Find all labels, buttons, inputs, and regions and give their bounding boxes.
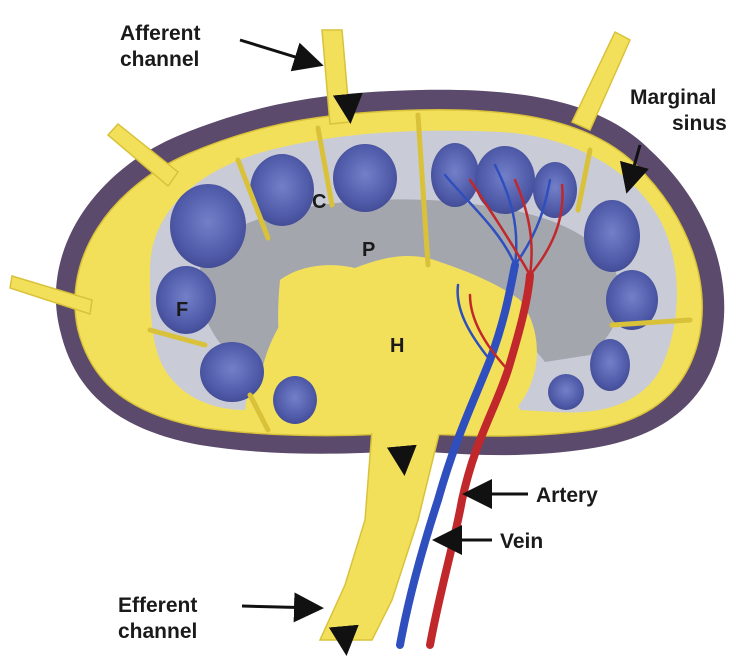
efferent-label-line2: channel — [118, 620, 197, 643]
efferent-flow-arrow-upper — [402, 448, 404, 470]
paracortex-zone-label: P — [362, 239, 375, 261]
efferent-channel — [320, 430, 440, 640]
artery-label: Artery — [536, 484, 598, 507]
efferent-flow-arrow-lower — [344, 628, 346, 650]
follicle — [200, 342, 264, 402]
follicle-zone-label: F — [176, 299, 188, 321]
follicle — [273, 376, 317, 424]
follicle — [590, 339, 630, 391]
afferent-label-line2: channel — [120, 48, 199, 71]
afferent-flow-arrow — [348, 96, 350, 118]
follicle — [584, 200, 640, 272]
efferent-leader — [242, 606, 318, 608]
afferent-label-line1: Afferent — [120, 22, 201, 45]
vein-label: Vein — [500, 530, 543, 553]
marginal-label-line1: Marginal — [630, 86, 716, 109]
follicle — [475, 146, 535, 214]
cortex-zone-label: C — [312, 191, 326, 213]
follicle — [170, 184, 246, 268]
hilum-zone-label: H — [390, 335, 404, 357]
afferent-leader — [240, 40, 318, 64]
follicle — [533, 162, 577, 218]
marginal-label-line2: sinus — [672, 112, 727, 135]
follicle — [548, 374, 584, 410]
efferent-label-line1: Efferent — [118, 594, 197, 617]
follicle — [333, 144, 397, 212]
afferent-vessel-right — [572, 32, 630, 130]
follicle — [431, 143, 479, 207]
